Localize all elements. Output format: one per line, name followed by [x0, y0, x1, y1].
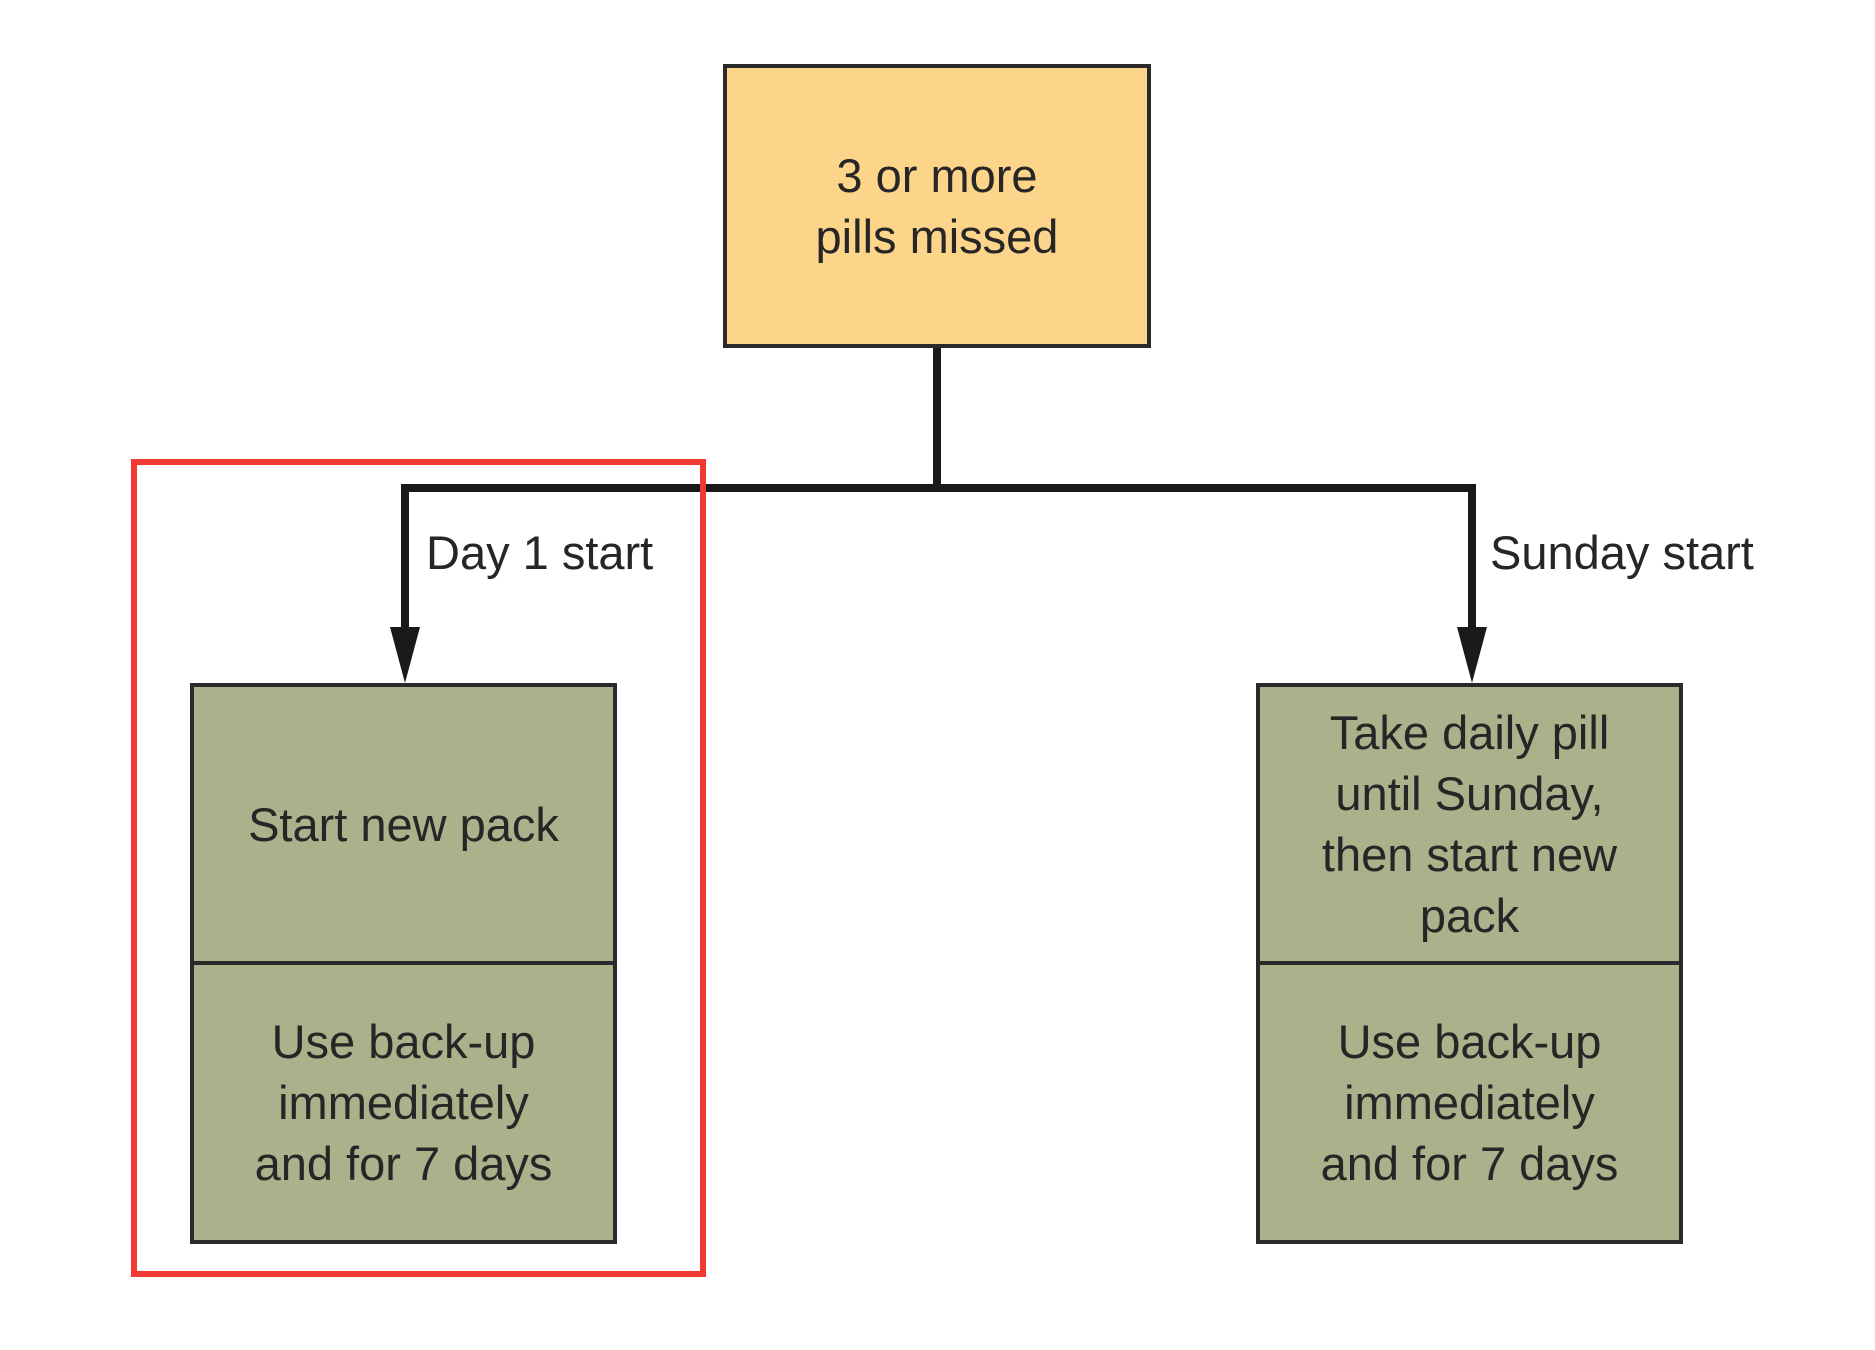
highlight-box	[131, 459, 706, 1277]
branch-label-sunday-start: Sunday start	[1490, 526, 1754, 579]
left-arrowhead-icon	[390, 627, 420, 683]
day1-step-start-new-pack: Start new pack	[190, 683, 617, 965]
branch-label-day1-start: Day 1 start	[426, 526, 654, 579]
sunday-step-take-daily-pill: Take daily pill until Sunday, then start…	[1256, 683, 1683, 965]
root-node-pills-missed: 3 or more pills missed	[723, 64, 1151, 348]
right-arrowhead-icon	[1457, 627, 1487, 683]
day1-step-use-backup: Use back-up immediately and for 7 days	[190, 961, 617, 1244]
sunday-step-use-backup: Use back-up immediately and for 7 days	[1256, 961, 1683, 1244]
